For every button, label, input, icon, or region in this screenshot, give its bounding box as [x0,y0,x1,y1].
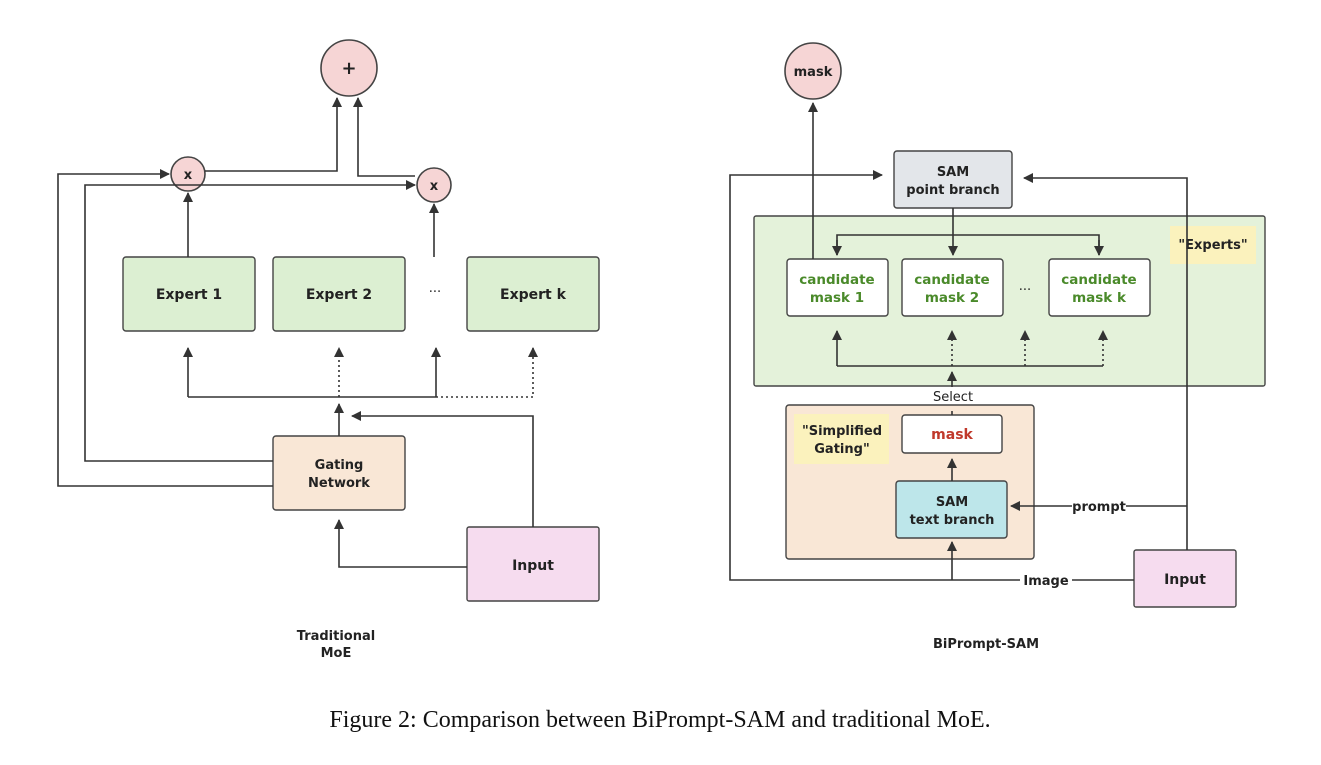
figure-caption: Figure 2: Comparison between BiPrompt-SA… [329,707,990,733]
candidate-mask-box-1 [786,258,889,317]
image-label: Image [1023,574,1068,589]
gating-note-line1: "Simplified [802,424,882,439]
right-input-label: Input [1164,572,1206,588]
multiply-node-2 [416,167,452,203]
select-label-bg [930,387,976,405]
candidate-mask-2-line1: candidate [914,272,989,288]
left-diagram-title-line2: MoE [321,646,352,661]
expert-box-1-label: Expert 1 [156,287,222,303]
inner-mask-label: mask [931,427,973,443]
right-diagram-title: BiPrompt-SAM [933,637,1039,652]
expert-box-2 [272,256,406,332]
expert-ellipsis: ... [429,281,441,296]
candidate-mask-box-k [1048,258,1151,317]
left-diagram-title-line1: Traditional [297,629,375,644]
expert-box-k [466,256,600,332]
candidate-mask-box-2 [901,258,1004,317]
gating-note-line2: Gating" [814,442,869,457]
multiply-node-2-label: x [430,179,439,194]
select-label: Select [933,390,973,405]
sum-node-label: + [341,58,356,79]
gating-network-label-line1: Gating [315,458,364,473]
expert-box-2-label: Expert 2 [306,287,372,303]
candidate-mask-k-line1: candidate [1061,272,1136,288]
experts-note-label: "Experts" [1178,238,1247,253]
gating-note [794,414,889,464]
candidate-mask-k-line2: mask k [1072,290,1127,306]
candidate-mask-1-line1: candidate [799,272,874,288]
output-mask-label: mask [794,65,833,80]
multiply-node-1 [170,156,206,192]
biprompt-sam-diagram: mask SAM point branch "Experts" candidat… [729,42,1266,652]
expert-box-k-label: Expert k [500,287,567,303]
candidate-ellipsis: ... [1019,279,1031,294]
sam-text-branch-line2: text branch [910,513,995,528]
traditional-moe-diagram: + x x Expert 1 Expert 2 ... Expert k Gat… [57,39,600,661]
sam-point-branch-label-line2: point branch [906,183,999,198]
sam-text-branch-line1: SAM [936,495,968,510]
gating-network-box [272,435,406,511]
candidate-mask-1-line2: mask 1 [810,290,864,306]
right-input-box [1133,549,1237,608]
candidate-mask-2-line2: mask 2 [925,290,979,306]
sum-node [320,39,378,97]
prompt-label: prompt [1072,500,1126,515]
output-mask-node [784,42,842,100]
gating-network-label-line2: Network [308,476,370,491]
sam-point-branch-label-line1: SAM [937,165,969,180]
left-input-label: Input [512,558,554,574]
multiply-node-1-label: x [184,168,193,183]
expert-box-1 [122,256,256,332]
experts-note [1170,226,1256,264]
